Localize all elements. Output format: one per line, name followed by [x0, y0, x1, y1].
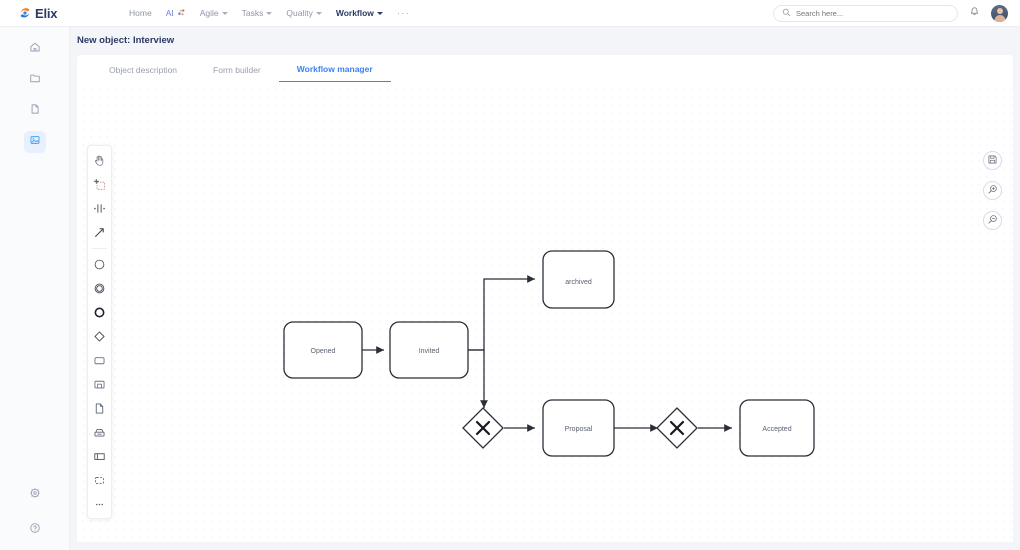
node-archived-label: archived: [565, 279, 592, 286]
task-tool[interactable]: [90, 351, 109, 370]
elix-swirl-logo: [18, 6, 32, 20]
group-tool[interactable]: [90, 471, 109, 490]
node-invited[interactable]: Invited: [389, 321, 469, 379]
sidebar-item-document[interactable]: [24, 100, 46, 122]
top-header: Elix Home AI Agile: [0, 0, 1020, 27]
nav-item-workflow[interactable]: Workflow: [336, 8, 383, 18]
main-nav: Home AI Agile Tasks: [129, 8, 410, 19]
nav-item-tasks-label: Tasks: [241, 8, 264, 18]
save-diagram-button[interactable]: [983, 151, 1002, 170]
chevron-down-icon: [221, 12, 228, 15]
left-sidebar: [0, 27, 70, 550]
chevron-down-icon: [376, 12, 383, 15]
nav-item-agile[interactable]: Agile: [200, 8, 228, 18]
tab-form-builder[interactable]: Form builder: [213, 65, 261, 75]
subprocess-tool[interactable]: [90, 375, 109, 394]
home-icon: [29, 40, 41, 58]
help-circle-icon: [29, 521, 41, 539]
brand-logo[interactable]: Elix: [18, 6, 96, 21]
data-object-tool[interactable]: [90, 399, 109, 418]
pan-hand-tool[interactable]: [90, 151, 109, 170]
search-input[interactable]: [796, 8, 946, 18]
chevron-down-icon: [315, 12, 322, 15]
zoom-out-icon: [987, 212, 998, 230]
sidebar-item-help[interactable]: [24, 519, 46, 541]
end-event-tool[interactable]: [90, 303, 109, 322]
sidebar-item-settings[interactable]: [24, 484, 46, 506]
node-proposal[interactable]: Proposal: [542, 399, 615, 457]
node-accepted-label: Accepted: [762, 426, 791, 433]
node-gateway-2[interactable]: [656, 407, 698, 449]
gateway-tool[interactable]: [90, 327, 109, 346]
node-opened-label: Opened: [311, 348, 336, 355]
nav-item-ai[interactable]: AI: [166, 8, 186, 19]
nav-item-ai-label: AI: [165, 8, 174, 18]
node-archived[interactable]: archived: [542, 250, 615, 309]
header-right-group: [773, 4, 1008, 22]
sidebar-item-folder[interactable]: [24, 69, 46, 91]
zoom-in-icon: [987, 182, 998, 200]
search-box[interactable]: [773, 4, 958, 22]
tab-object-description[interactable]: Object description: [109, 65, 178, 75]
folder-icon: [29, 71, 41, 89]
connector-arrow-tool[interactable]: [90, 223, 109, 242]
more-tools[interactable]: [90, 495, 109, 514]
edge-invited-archived: [468, 275, 535, 351]
zoom-in-button[interactable]: [983, 181, 1002, 200]
node-invited-label: Invited: [419, 348, 440, 355]
chevron-down-icon: [266, 12, 273, 15]
start-event-tool[interactable]: [90, 255, 109, 274]
workflow-panel: Object description Form builder Workflow…: [77, 55, 1013, 542]
image-workflow-icon: [29, 133, 41, 151]
workflow-canvas[interactable]: archived Opened Invited: [77, 83, 1013, 542]
sidebar-items: [23, 38, 46, 153]
page-title: New object: Interview: [77, 35, 175, 46]
search-icon: [782, 4, 791, 22]
data-store-tool[interactable]: [90, 423, 109, 442]
zoom-out-button[interactable]: [983, 211, 1002, 230]
align-distribute-tool[interactable]: [90, 199, 109, 218]
tab-workflow-manager[interactable]: Workflow manager: [278, 64, 391, 82]
node-opened[interactable]: Opened: [283, 321, 363, 379]
content-area: New object: Interview Object description…: [70, 27, 1020, 550]
diagram-svg: archived Opened Invited: [283, 250, 815, 457]
save-disk-icon: [987, 152, 998, 170]
sidebar-item-home[interactable]: [24, 38, 46, 60]
diagram-edges: [362, 275, 732, 432]
nav-item-home[interactable]: Home: [129, 8, 152, 18]
canvas-controls: [983, 151, 1002, 230]
bell-icon[interactable]: [969, 4, 980, 22]
tab-bar: Object description Form builder Workflow…: [77, 55, 1013, 82]
node-accepted[interactable]: Accepted: [739, 399, 815, 457]
edge-invited-gateway1: [468, 349, 488, 408]
shape-toolbar: [87, 145, 112, 519]
nav-item-workflow-label: Workflow: [335, 8, 374, 18]
nav-item-quality[interactable]: Quality: [286, 8, 322, 18]
gear-icon: [29, 486, 41, 504]
sidebar-item-workflow[interactable]: [23, 131, 46, 153]
nav-item-quality-label: Quality: [286, 8, 313, 18]
node-proposal-label: Proposal: [565, 426, 593, 433]
node-gateway-1[interactable]: [462, 407, 504, 449]
nav-item-home-label: Home: [129, 8, 152, 18]
nav-item-tasks[interactable]: Tasks: [242, 8, 273, 18]
document-icon: [29, 102, 41, 120]
marquee-select-tool[interactable]: [90, 175, 109, 194]
nav-item-agile-label: Agile: [199, 8, 219, 18]
avatar[interactable]: [991, 4, 1008, 22]
brand-name: Elix: [35, 5, 58, 21]
intermediate-event-tool[interactable]: [90, 279, 109, 298]
nav-overflow-button[interactable]: ···: [396, 7, 410, 19]
toolbar-divider: [92, 248, 107, 249]
sidebar-bottom-items: [24, 484, 46, 541]
pool-lane-tool[interactable]: [90, 447, 109, 466]
ai-sparkle-icon: [177, 8, 186, 19]
